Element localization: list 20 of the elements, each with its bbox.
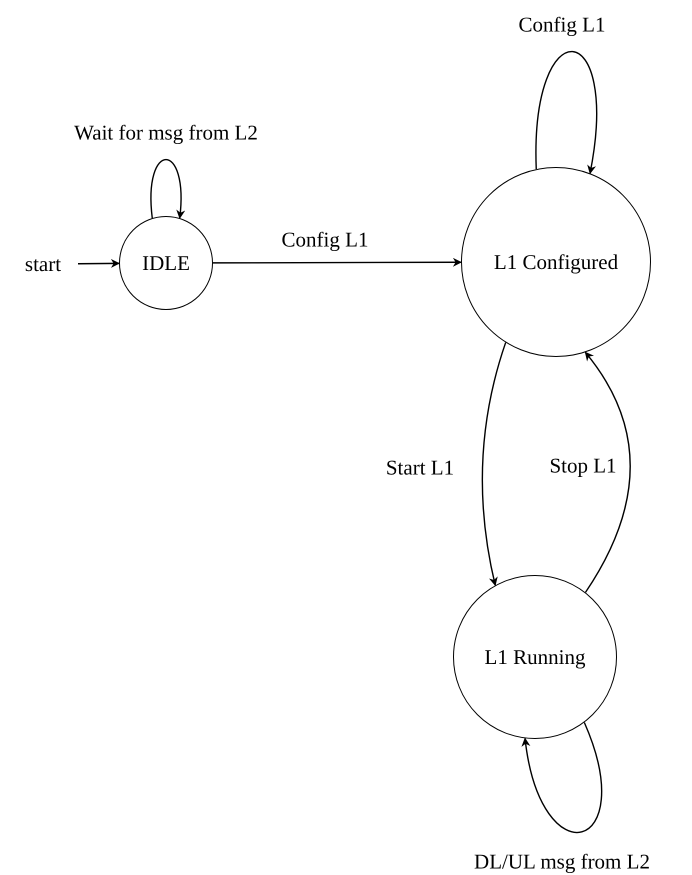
transition-arrow: [536, 51, 598, 174]
state-label: L1 Configured: [494, 250, 618, 274]
transition-arrow: [482, 342, 506, 586]
state-circle: [461, 167, 651, 357]
edge-label: Config L1: [518, 12, 606, 38]
transition-arrow: [213, 258, 462, 267]
edge-label: Stop L1: [549, 454, 617, 478]
edge-label: Config L1: [282, 228, 368, 252]
state-label: IDLE: [142, 250, 190, 276]
start-label: start: [12, 250, 74, 278]
edge-label: DL/UL msg from L2: [474, 850, 650, 874]
state-label: L1 Running: [484, 644, 586, 670]
state-circle: [453, 575, 617, 739]
transition-arrow: [78, 258, 120, 268]
state-circle: [119, 216, 213, 310]
transition-arrow: [522, 722, 602, 833]
edge-label: Start L1: [386, 456, 454, 480]
transition-arrow: [150, 158, 185, 219]
edge-label: Wait for msg from L2: [74, 120, 258, 146]
transition-arrow: [584, 352, 631, 593]
